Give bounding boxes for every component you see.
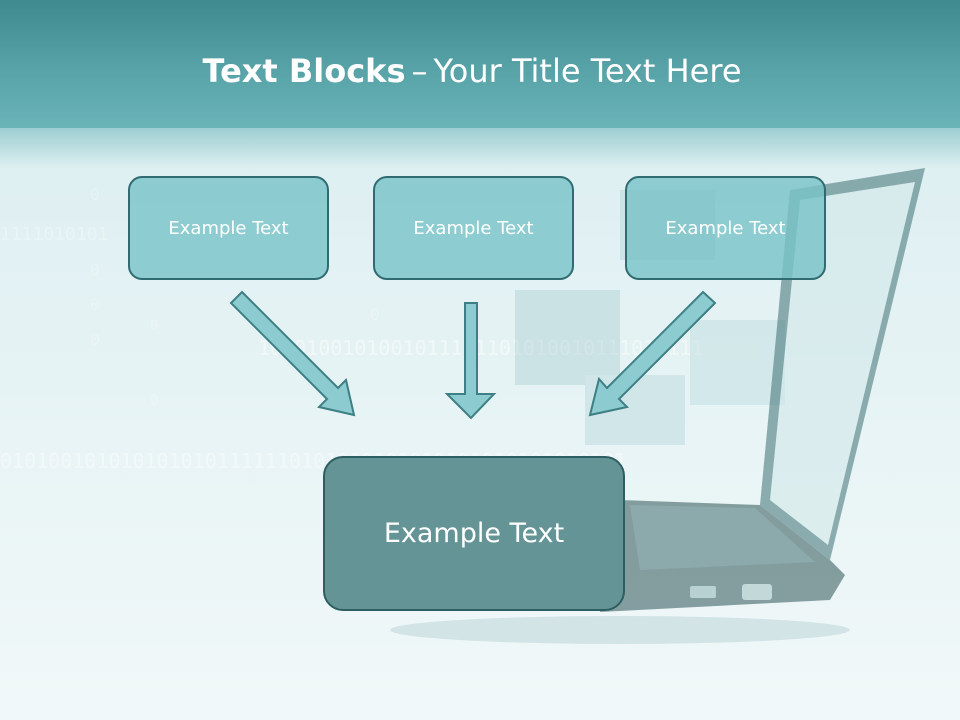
background-laptop-illustration: 1111010101 10101001010010111111010100101…: [0, 168, 925, 644]
text-block-top-right[interactable]: Example Text: [625, 176, 826, 280]
title-rest: Your Title Text Here: [433, 52, 742, 90]
svg-text:0: 0: [150, 393, 158, 409]
arrow-center-down: [444, 302, 497, 420]
svg-text:0: 0: [90, 260, 100, 279]
binary-strip-1: 1010100101001011111101010010111011111: [258, 336, 704, 360]
text-block-bottom[interactable]: Example Text: [323, 456, 625, 611]
title-bar: [0, 0, 960, 128]
slide-title: Text Blocks–Your Title Text Here: [0, 52, 944, 90]
text-block-top-center[interactable]: Example Text: [373, 176, 574, 280]
title-separator: –: [411, 52, 428, 90]
arrow-right-diagonal: [588, 290, 717, 417]
title-bar-fade: [0, 128, 960, 168]
text-block-top-left[interactable]: Example Text: [128, 176, 329, 280]
svg-text:1111010101: 1111010101: [0, 224, 108, 245]
title-bold-part: Text Blocks: [202, 52, 406, 90]
svg-text:0: 0: [90, 330, 100, 349]
arrow-left-diagonal: [229, 290, 356, 417]
svg-text:0: 0: [150, 318, 158, 334]
svg-text:0: 0: [90, 185, 100, 204]
svg-text:0: 0: [370, 305, 380, 324]
svg-text:0: 0: [90, 295, 100, 314]
